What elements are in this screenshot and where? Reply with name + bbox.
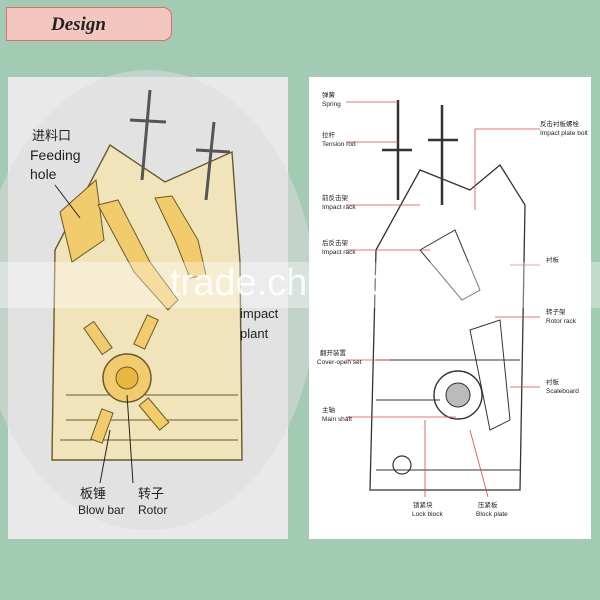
block-label-en: Block plate — [476, 511, 508, 518]
tension-label-cn: 拉杆 — [322, 130, 336, 139]
blow-bar — [138, 397, 170, 431]
impact-rack2-label-en: Impact rack — [322, 249, 356, 256]
main-shaft — [445, 382, 471, 408]
tension-rod — [204, 121, 216, 201]
wheel — [392, 455, 412, 475]
impact-rack1-label-en: Impact rack — [322, 204, 356, 211]
rotor — [433, 370, 483, 420]
bolt-label-en: Impact plate bolt — [540, 130, 588, 137]
section-title: Design — [51, 14, 106, 35]
lock-label-en: Lock block — [412, 511, 443, 518]
scale-label-en: Scaleboard — [546, 388, 579, 395]
feeding-label-en-2: hole — [30, 166, 57, 182]
rotor-rack-label-en: Rotor rack — [546, 318, 577, 325]
section-tag: Design — [6, 7, 172, 41]
feeding-label-en-1: Feeding — [30, 147, 81, 163]
watermark-band — [0, 262, 600, 308]
bolt-label-cn: 反击衬板螺栓 — [540, 119, 580, 128]
watermark-text: trade.china.cn — [170, 262, 409, 304]
pointer-line — [126, 394, 134, 484]
main-shaft-label-en: Main shaft — [322, 416, 352, 423]
rotor-hub — [115, 366, 139, 390]
cover-label-cn: 翻开装置 — [320, 348, 347, 357]
blowbar-label-cn: 板锤 — [80, 487, 106, 502]
spring-label-en: Spring — [322, 101, 341, 108]
impact-rack1-label-cn: 前反击架 — [322, 193, 349, 202]
rotor-rack-label-cn: 转子架 — [546, 307, 566, 316]
impact-rack-rear — [154, 195, 207, 279]
right-labels-cn: 弹簧 拉杆 前反击架 后反击架 翻开装置 主轴 锁紧块 压紧板 反击衬板螺栓 衬… — [320, 90, 580, 509]
impact-plate — [469, 319, 511, 431]
pointer-line — [99, 429, 111, 484]
impact-rack-front — [97, 199, 179, 311]
impact-label-1: impact — [240, 306, 279, 321]
rod-handle — [129, 118, 167, 124]
cover-label-en: Cover-open set — [317, 359, 362, 366]
main-shaft-label-cn: 主轴 — [322, 405, 336, 414]
impact-rack2-label-cn: 后反击架 — [322, 238, 349, 247]
pointer-line — [54, 184, 81, 219]
block-label-cn: 压紧板 — [478, 500, 498, 509]
blow-bar — [90, 408, 114, 444]
plate-label-cn: 衬板 — [546, 255, 560, 264]
spring-label-cn: 弹簧 — [322, 90, 336, 99]
blow-bar — [133, 314, 159, 350]
tension-label-en: Tension rod — [322, 141, 356, 148]
tension-rod — [140, 89, 152, 181]
right-diagram-panel — [309, 77, 591, 539]
rod-handle — [195, 148, 231, 154]
rotor-label-en: Rotor — [138, 503, 167, 517]
scale-label-cn: 衬板 — [546, 377, 560, 386]
impact-label-2: plant — [240, 326, 269, 341]
impact-plate — [419, 229, 481, 301]
machine-outline — [369, 164, 526, 491]
blowbar-label-en: Blow bar — [78, 503, 125, 517]
right-labels-en: Spring Tension rod Impact rack Impact ra… — [317, 101, 588, 518]
rotor-label-cn: 转子 — [138, 487, 164, 502]
leader-lines-right — [474, 128, 540, 388]
feeding-chute — [59, 179, 105, 263]
lock-label-cn: 锁紧块 — [413, 500, 433, 509]
blow-bar — [83, 320, 113, 356]
leader-lines-left — [346, 101, 489, 498]
feeding-label-cn: 进料口 — [32, 129, 71, 144]
